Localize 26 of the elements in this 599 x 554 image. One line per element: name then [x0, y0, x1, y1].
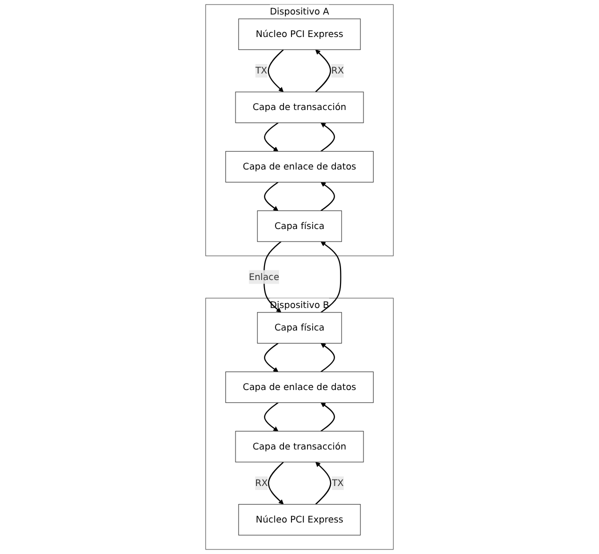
edge-label: TX: [255, 65, 268, 76]
node-box: Capa de enlace de datos: [225, 372, 374, 403]
arrow: [264, 402, 278, 432]
arrow: [268, 49, 284, 92]
node-box: Núcleo PCI Express: [238, 18, 361, 50]
node-box: Núcleo PCI Express: [238, 504, 361, 536]
edge-label: RX: [255, 477, 268, 488]
arrow: [264, 122, 278, 152]
node-box: Capa de transacción: [235, 92, 364, 124]
arrow: [320, 343, 335, 372]
edge-label: Enlace: [248, 271, 280, 282]
edge-label: RX: [331, 65, 344, 76]
arrow: [264, 342, 278, 372]
arrow: [320, 122, 335, 152]
edge-label: TX: [332, 477, 344, 488]
arrow: [315, 49, 332, 92]
arrow: [264, 182, 278, 211]
node-box: Capa física: [257, 312, 342, 344]
node-box: Capa de enlace de datos: [225, 151, 374, 182]
arrow: [315, 462, 332, 505]
node-box: Capa de transacción: [235, 430, 364, 462]
node-box: Capa física: [257, 210, 342, 242]
arrow: [268, 462, 284, 505]
arrow: [320, 182, 335, 212]
arrow: [320, 241, 342, 313]
arrow: [320, 402, 335, 432]
